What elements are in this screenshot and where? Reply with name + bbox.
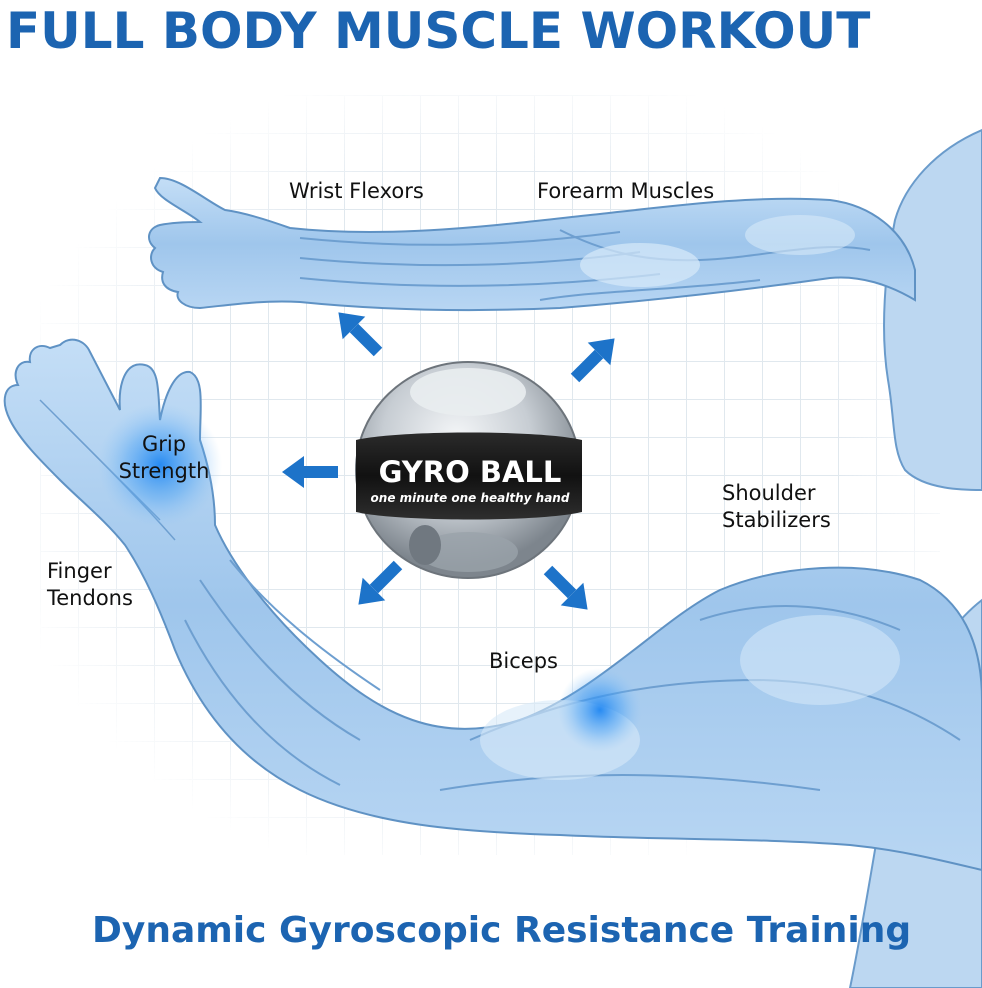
gyro-ball-name: GYRO BALL bbox=[379, 455, 562, 489]
label-shoulder-line1: Shoulder bbox=[722, 481, 816, 505]
label-forearm-muscles: Forearm Muscles bbox=[537, 179, 715, 203]
lower-arm bbox=[3, 338, 982, 872]
label-finger-tendons: Finger Tendons bbox=[47, 558, 133, 612]
biceps-glow bbox=[558, 668, 642, 752]
label-shoulder-stabilizers: Shoulder Stabilizers bbox=[722, 480, 831, 534]
arrow-left bbox=[282, 456, 338, 488]
label-shoulder-line2: Stabilizers bbox=[722, 508, 831, 532]
label-wrist-flexors: Wrist Flexors bbox=[289, 179, 424, 203]
direction-arrows bbox=[282, 312, 615, 610]
arrow-down-right bbox=[543, 565, 588, 610]
upper-arm bbox=[148, 176, 916, 311]
gyro-ball-tagline: one minute one healthy hand bbox=[371, 491, 570, 505]
label-grip-line2: Strength bbox=[118, 459, 210, 483]
grip-glow bbox=[98, 403, 222, 527]
label-grip-strength: Grip Strength bbox=[108, 431, 220, 485]
page-subtitle: Dynamic Gyroscopic Resistance Training bbox=[92, 910, 912, 951]
gyro-ball: GYRO BALL one minute one healthy hand bbox=[355, 361, 582, 579]
arrow-up-left bbox=[338, 312, 383, 357]
label-finger-line1: Finger bbox=[47, 559, 112, 583]
label-biceps: Biceps bbox=[489, 649, 558, 673]
page-title: FULL BODY MUSCLE WORKOUT bbox=[6, 2, 871, 60]
label-finger-line2: Tendons bbox=[47, 586, 133, 610]
label-grip-line1: Grip bbox=[141, 432, 187, 456]
arrow-down-left bbox=[358, 560, 403, 605]
arrow-up-right bbox=[570, 338, 615, 383]
